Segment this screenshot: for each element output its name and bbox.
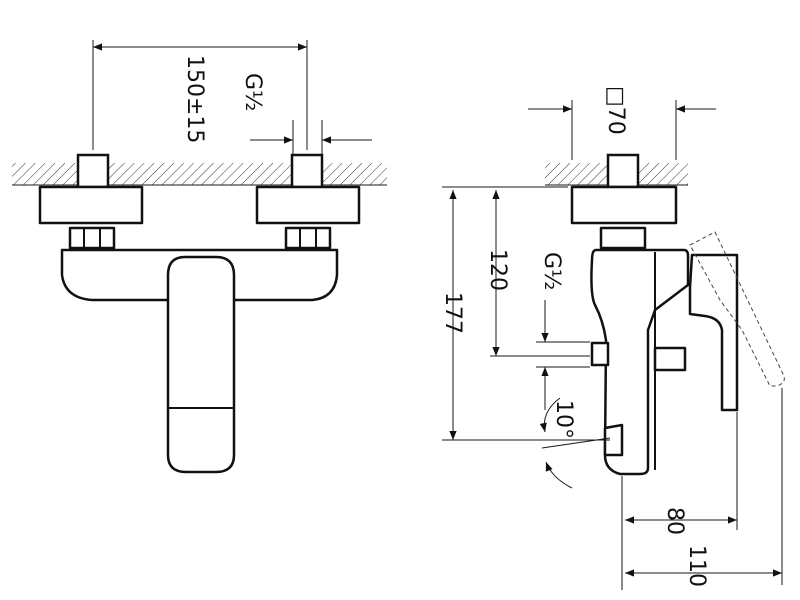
- connector-side: [599, 226, 647, 250]
- dim-120-label: 120: [485, 249, 510, 291]
- dim-177-label: 177: [440, 292, 465, 334]
- side-view: □70 G½ 120: [440, 86, 785, 590]
- wall-hatch-front: [12, 163, 387, 186]
- dim-110-label: 110: [684, 545, 709, 587]
- dim-spacing: 150±15: [92, 40, 308, 150]
- cover-plate-right: [255, 185, 361, 225]
- dim-80: 80: [621, 412, 738, 590]
- cover-plate-side: [570, 185, 678, 225]
- front-view: 150±15 G½: [12, 40, 387, 474]
- outlet-side: [603, 423, 624, 457]
- pipe-side: [606, 153, 640, 189]
- dim-177: 177: [440, 186, 610, 441]
- dim-110: 110: [625, 388, 783, 587]
- dim-square-label: □70: [603, 86, 628, 135]
- dim-120: 120: [484, 186, 590, 357]
- lever-alt-position: [689, 231, 785, 387]
- dim-thread-front: G½: [240, 73, 372, 157]
- dim-thread-side: G½: [536, 252, 590, 410]
- lever-handle: [166, 255, 236, 474]
- hex-nut-left: [68, 226, 116, 250]
- dim-thread-front-label: G½: [240, 73, 265, 111]
- body-side-profile: [590, 248, 690, 476]
- dim-square: □70: [528, 86, 716, 160]
- pipe-left: [76, 153, 110, 189]
- dim-thread-side-label: G½: [539, 252, 564, 290]
- diverter-knob-front: [590, 341, 610, 367]
- hex-nut-right: [284, 226, 332, 250]
- dim-80-label: 80: [662, 507, 687, 535]
- dim-angle: 10°: [539, 397, 611, 489]
- lever-side: [688, 253, 739, 412]
- diverter-knob-side: [653, 346, 687, 372]
- dim-angle-label: 10°: [551, 400, 576, 439]
- cover-plate-left: [38, 185, 144, 225]
- dim-spacing-label: 150±15: [182, 55, 207, 143]
- pipe-right: [290, 153, 324, 189]
